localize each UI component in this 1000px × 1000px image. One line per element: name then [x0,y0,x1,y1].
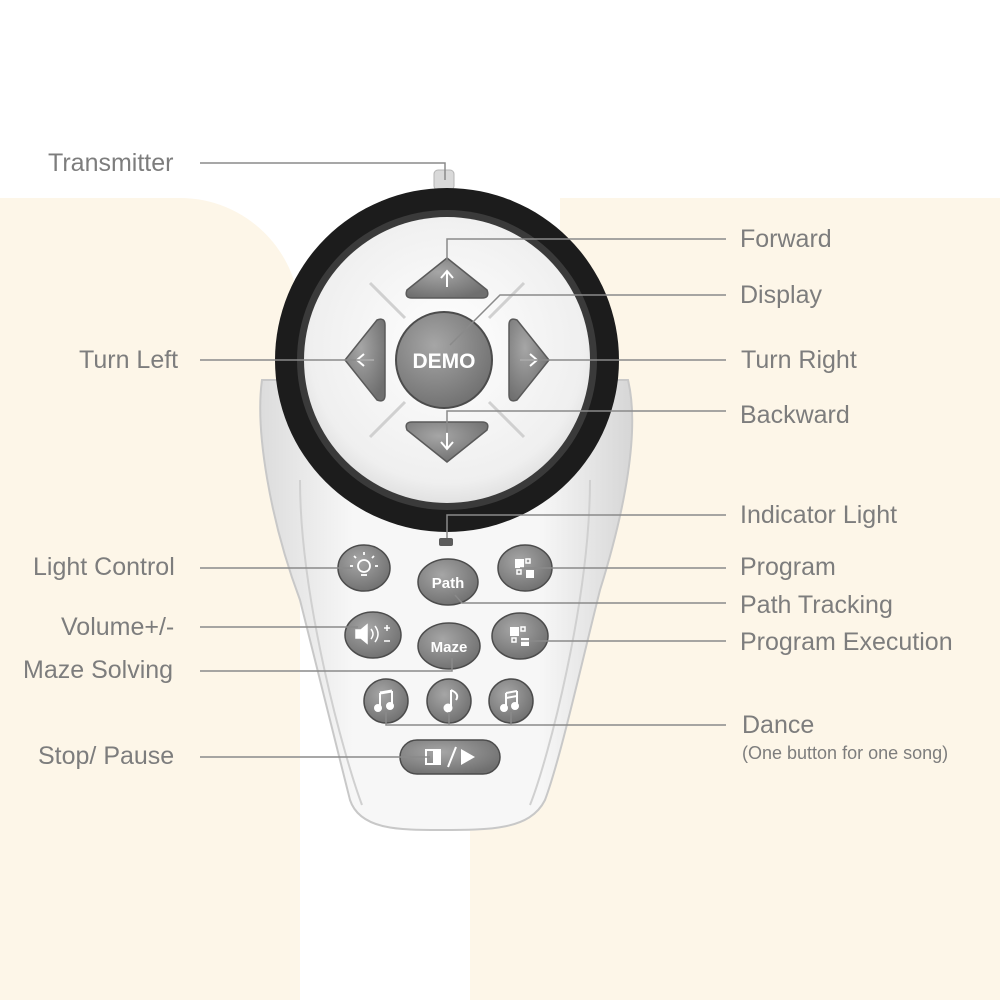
path-label: Path [432,575,465,592]
body-seam-right [529,479,591,806]
music-note-icon [374,689,394,712]
forward-button[interactable] [405,257,489,299]
label-program-execution: Program Execution [740,628,953,656]
label-turn-left: Turn Left [79,346,179,374]
label-volume: Volume+/- [61,613,175,641]
label-maze-solving: Maze Solving [23,656,174,684]
backward-button[interactable] [405,421,489,463]
leader-path-tracking [454,594,726,604]
label-transmitter: Transmitter [48,149,174,177]
label-indicator-light: Indicator Light [740,501,898,529]
maze-button[interactable]: Maze [417,622,481,670]
demo-button[interactable]: DEMO [395,311,493,409]
maze-label: Maze [431,639,468,656]
program-execution-icon [510,626,529,646]
path-button[interactable]: Path [417,558,479,606]
label-dance: Dance [742,711,815,739]
leader-transmitter [200,162,446,180]
music-note-icon [443,689,459,713]
label-light-control: Light Control [33,553,175,581]
leader-indicator-light [446,514,726,538]
song-button-1[interactable] [363,678,409,724]
song-button-3[interactable] [488,678,534,724]
leader-forward [446,238,726,262]
label-backward: Backward [740,401,850,429]
leader-lines [200,162,726,758]
music-note-icon [500,690,519,712]
arrow-down-icon [440,433,454,451]
background-shape-left [0,198,300,1000]
label-stop-pause: Stop/ Pause [38,742,175,770]
program-icon [515,558,534,578]
label-program: Program [740,553,836,581]
label-forward: Forward [740,225,832,253]
volume-button[interactable] [344,611,402,659]
label-path-tracking: Path Tracking [740,591,893,619]
label-dance-note: (One button for one song) [742,743,949,763]
leader-maze-solving [200,658,453,672]
speaker-icon [355,623,390,645]
arrow-up-icon [440,269,454,287]
leader-display [449,294,726,346]
program-execution-button[interactable] [491,612,549,660]
stop-pause-button[interactable] [399,739,501,775]
demo-label: DEMO [413,350,476,373]
dpad-dividers [368,281,526,439]
indicator-light [439,538,453,546]
label-turn-right: Turn Right [741,346,857,374]
light-control-button[interactable] [337,544,391,592]
transmitter-antenna [433,169,455,191]
bulb-icon [350,552,378,576]
song-button-2[interactable] [426,678,472,724]
leader-backward [446,410,726,432]
leader-dance [385,712,726,726]
label-display: Display [740,281,822,309]
